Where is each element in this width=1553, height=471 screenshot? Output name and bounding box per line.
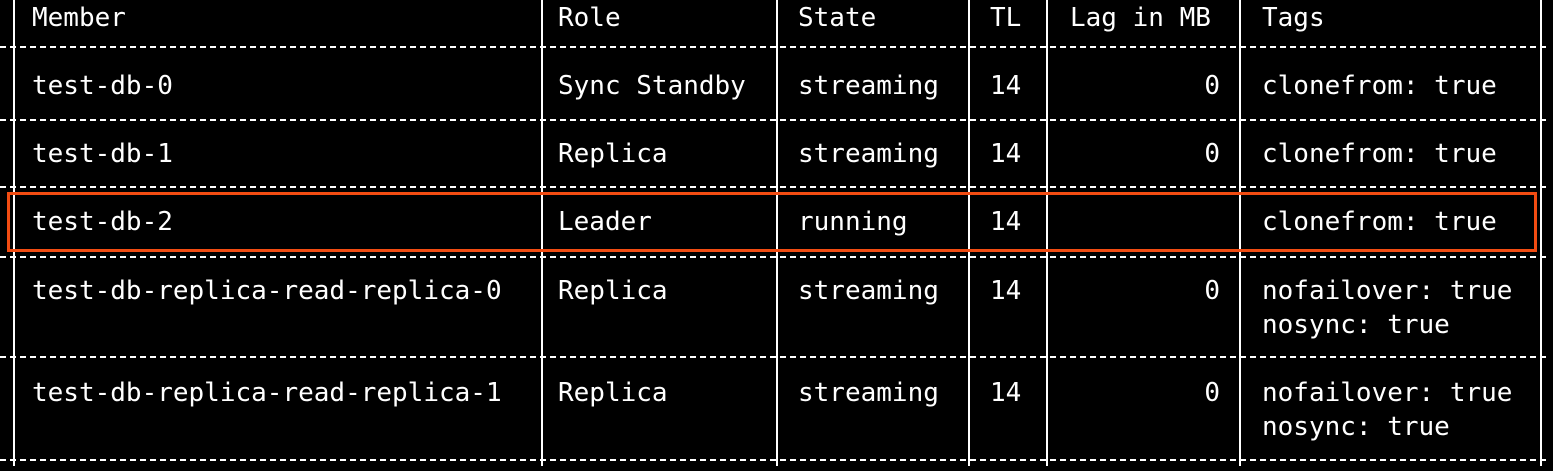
- tags-cell: nosync: true: [1262, 310, 1450, 340]
- member-cell: test-db-replica-read-replica-1: [32, 378, 502, 408]
- header-tl: TL: [990, 3, 1022, 33]
- header-state: State: [798, 3, 877, 33]
- row-separator: [0, 459, 1546, 461]
- tags-cell: nofailover: true: [1262, 378, 1513, 408]
- tl-cell: 14: [990, 71, 1022, 101]
- column-separator: [541, 0, 543, 466]
- lag-cell: 0: [1204, 378, 1220, 408]
- tl-cell: 14: [990, 139, 1022, 169]
- row-separator: [0, 356, 1546, 358]
- tags-cell: nofailover: true: [1262, 276, 1513, 306]
- state-cell: streaming: [798, 378, 939, 408]
- member-cell: test-db-2: [32, 207, 173, 237]
- state-cell: streaming: [798, 139, 939, 169]
- row-separator: [0, 186, 1546, 188]
- member-cell: test-db-1: [32, 139, 173, 169]
- row-separator: [0, 119, 1546, 121]
- lag-cell: 0: [1204, 71, 1220, 101]
- state-cell: running: [798, 207, 908, 237]
- header-member: Member: [32, 3, 126, 33]
- role-cell: Replica: [558, 378, 668, 408]
- state-cell: streaming: [798, 276, 939, 306]
- role-cell: Replica: [558, 276, 668, 306]
- column-separator: [1540, 0, 1542, 466]
- member-cell: test-db-replica-read-replica-0: [32, 276, 502, 306]
- tl-cell: 14: [990, 276, 1022, 306]
- column-separator: [1239, 0, 1241, 466]
- tags-cell: clonefrom: true: [1262, 139, 1497, 169]
- header-role: Role: [558, 3, 621, 33]
- column-separator: [776, 0, 778, 466]
- tl-cell: 14: [990, 378, 1022, 408]
- tags-cell: nosync: true: [1262, 412, 1450, 442]
- tl-cell: 14: [990, 207, 1022, 237]
- role-cell: Leader: [558, 207, 652, 237]
- row-separator: [0, 46, 1546, 48]
- header-tags: Tags: [1262, 3, 1325, 33]
- column-separator: [1046, 0, 1048, 466]
- role-cell: Replica: [558, 139, 668, 169]
- tags-cell: clonefrom: true: [1262, 71, 1497, 101]
- header-lag: Lag in MB: [1070, 3, 1211, 33]
- role-cell: Sync Standby: [558, 71, 746, 101]
- lag-cell: 0: [1204, 139, 1220, 169]
- row-separator: [0, 256, 1546, 258]
- column-separator: [13, 0, 15, 466]
- state-cell: streaming: [798, 71, 939, 101]
- tags-cell: clonefrom: true: [1262, 207, 1497, 237]
- lag-cell: 0: [1204, 276, 1220, 306]
- column-separator: [968, 0, 970, 466]
- member-cell: test-db-0: [32, 71, 173, 101]
